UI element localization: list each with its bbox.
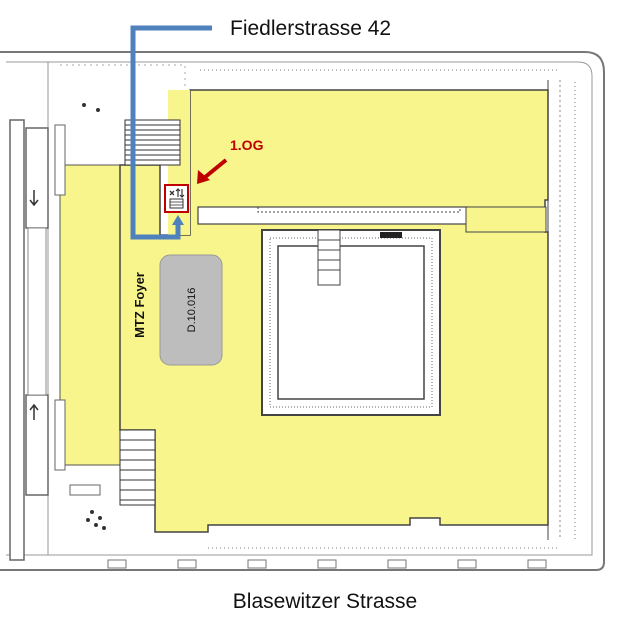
- street-label-south: Blasewitzer Strasse: [233, 590, 417, 613]
- upper-corridor: [197, 206, 469, 225]
- arrow-down-left-icon: [197, 158, 228, 184]
- elevator-stairs-icon[interactable]: [164, 184, 189, 213]
- route-line: [130, 25, 212, 240]
- floor-label: 1.OG: [230, 137, 264, 153]
- room-label: D.10.016: [186, 288, 198, 333]
- perimeter-ticks: [200, 69, 576, 549]
- bottom-bays: [107, 559, 547, 569]
- right-wing-detail: [465, 80, 561, 540]
- stair-hatching-bottom: [119, 429, 156, 506]
- left-structure: [9, 119, 121, 561]
- room-d10016[interactable]: D.10.016: [159, 254, 223, 366]
- outdoor-features: [69, 103, 106, 530]
- street-label-north: Fiedlerstrasse 42: [230, 17, 391, 40]
- courtyard: [261, 229, 441, 416]
- foyer-label: MTZ Foyer: [132, 272, 147, 338]
